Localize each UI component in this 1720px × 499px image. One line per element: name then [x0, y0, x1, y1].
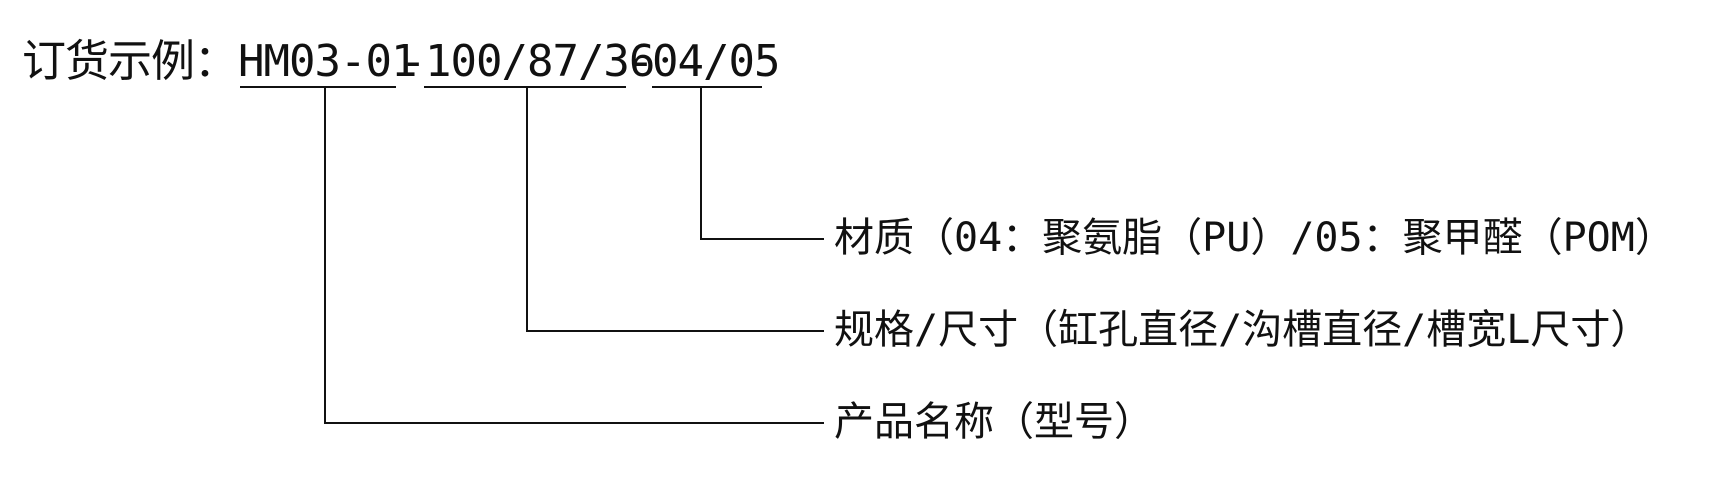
leader-material-horizontal [700, 238, 824, 240]
underline-size [424, 86, 626, 88]
code-separator-1: - [400, 36, 426, 87]
underline-material [652, 86, 762, 88]
leader-size-horizontal [526, 330, 824, 332]
code-model-segment: HM03-01 [238, 36, 417, 87]
leader-model-vertical [324, 88, 326, 424]
callout-material-label: 材质（04：聚氨脂（PU）/05：聚甲醛（POM） [834, 215, 1675, 261]
leader-size-vertical [526, 88, 528, 332]
underline-model [240, 86, 396, 88]
callout-model-label: 产品名称（型号） [834, 399, 1154, 445]
leader-model-horizontal [324, 422, 824, 424]
leader-material-vertical [700, 88, 702, 240]
callout-size-label: 规格/尺寸（缸孔直径/沟槽直径/槽宽L尺寸） [834, 307, 1651, 353]
order-example-prefix: 订货示例： [22, 36, 238, 87]
code-material-segment: 04/05 [652, 36, 780, 87]
code-separator-2: - [628, 36, 654, 87]
code-size-segment: 100/87/36 [425, 36, 655, 87]
